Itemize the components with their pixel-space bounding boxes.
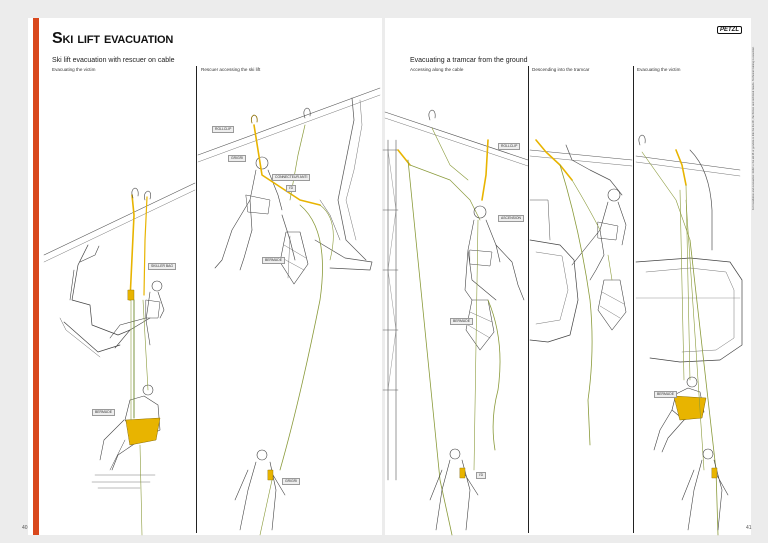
panel1-label: Evacuating the victim <box>52 67 96 72</box>
callout-label: GRIGRI <box>282 478 301 485</box>
panel2-illustration <box>197 87 381 536</box>
callout-label: ASCENSION <box>498 215 524 222</box>
callout-label: ROLLCLIP <box>498 143 521 150</box>
panel-divider <box>528 66 529 533</box>
callout-label: ROLLCLIP <box>212 126 235 133</box>
callout-label: CONNECTEUR ANTI <box>272 174 311 181</box>
callout-label: I'D <box>476 472 487 479</box>
right-page <box>385 18 751 535</box>
side-disclaimer: For installation and evacuation: Refer t… <box>752 46 755 210</box>
panel3-label: Accessing along the cable <box>410 67 464 72</box>
callout-label: BERMUDE <box>654 391 677 398</box>
panel5-label: Evacuating the victim <box>637 67 681 72</box>
callout-label: SKILLER BAG <box>148 263 177 270</box>
panel4-illustration <box>529 139 633 446</box>
panel3-illustration <box>382 109 529 536</box>
page-number-right: 41 <box>746 525 752 531</box>
accent-bar <box>33 18 39 535</box>
left-page <box>28 18 382 535</box>
callout-label: BERMUDE <box>92 409 115 416</box>
section-title-ski-lift: Ski lift evacuation with rescuer on cabl… <box>52 57 175 64</box>
callout-label: I'D <box>286 185 297 192</box>
petzl-logo: PETZL <box>717 26 742 34</box>
panel4-label: Descending into the tramcar <box>532 67 590 72</box>
page-number-left: 40 <box>22 525 28 531</box>
panel-divider <box>196 66 197 533</box>
panel-divider <box>633 66 634 533</box>
panel5-illustration <box>635 134 743 536</box>
callout-label: GRIGRI <box>228 155 247 162</box>
page-title: Ski lift evacuation <box>52 30 174 47</box>
callout-label: BERMUDE <box>450 318 473 325</box>
section-title-tramcar: Evacuating a tramcar from the ground <box>410 57 528 64</box>
panel2-label: Rescuer accessing the ski lift <box>201 67 261 72</box>
panel1-illustration <box>43 182 196 536</box>
callout-label: BERMUDE <box>262 257 285 264</box>
